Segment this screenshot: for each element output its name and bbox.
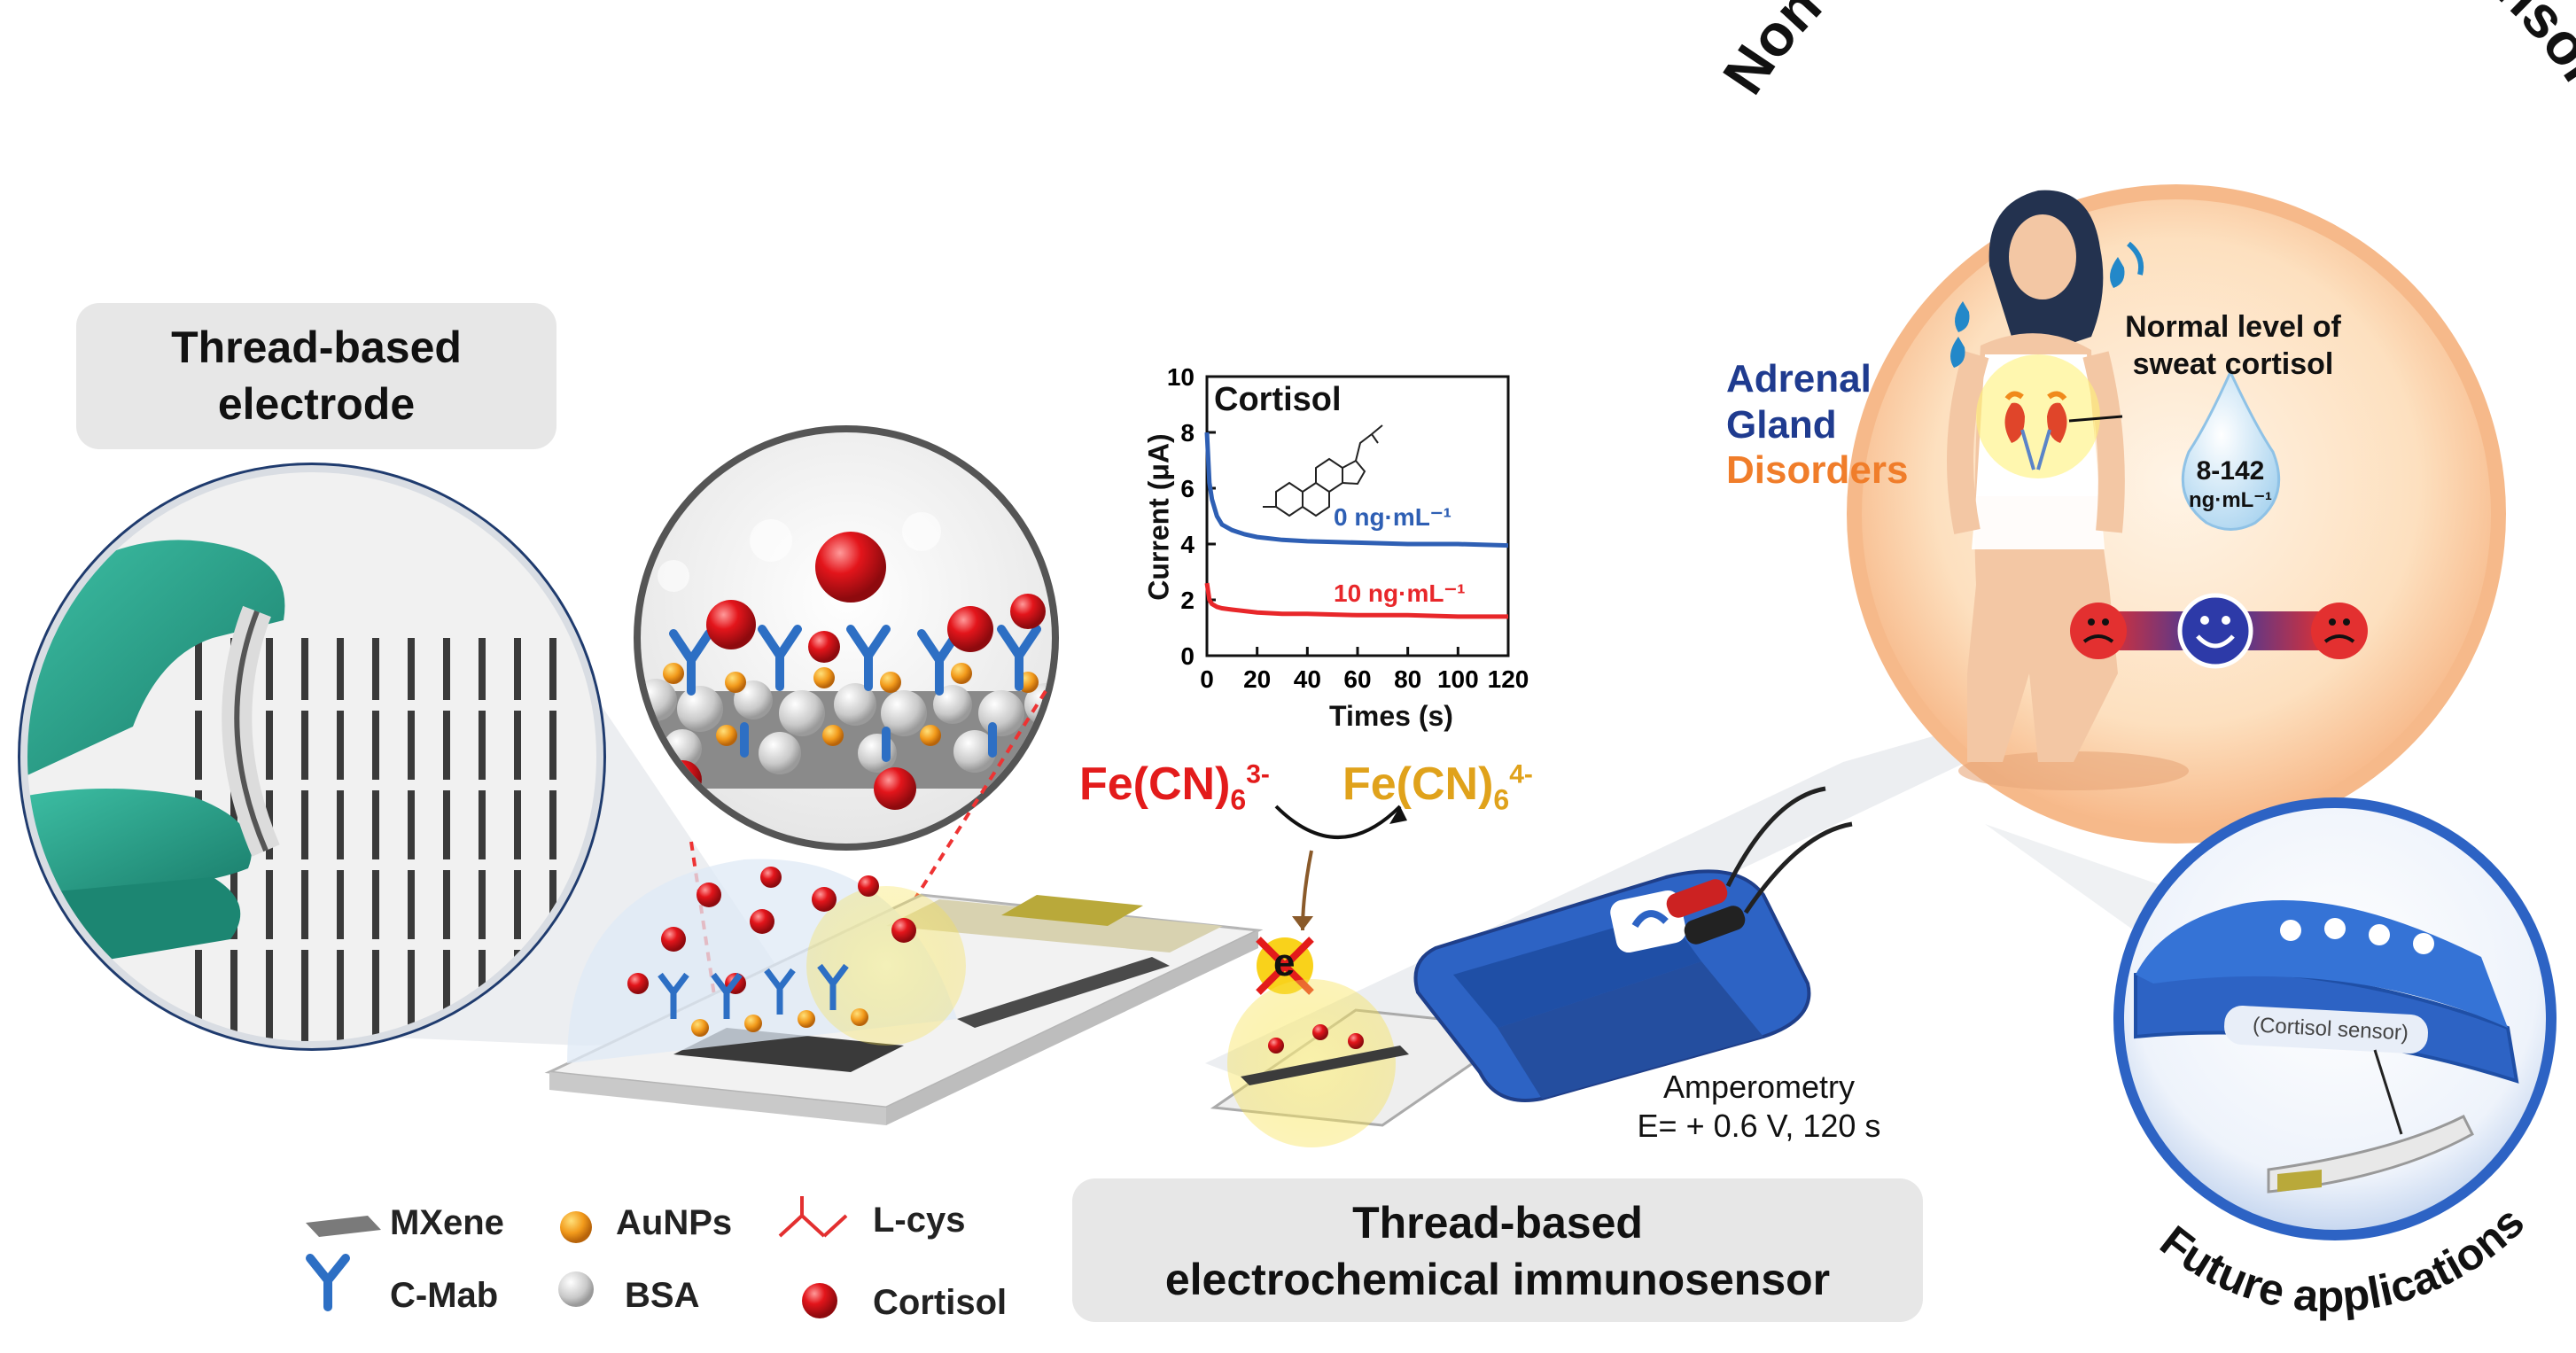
antibody-icon: [306, 1254, 350, 1311]
y-tick-label: 6: [1180, 475, 1195, 502]
legend-aunps: AuNPs: [616, 1203, 733, 1242]
thread-electrode-line2: electrode: [217, 379, 416, 429]
ferricyanide-sub: 6: [1230, 783, 1247, 816]
surface-zoom: [634, 425, 1059, 851]
thread-electrode-line1: Thread-based: [171, 323, 462, 372]
sweat-drop: [2181, 369, 2281, 531]
disorders-label: Disorders: [1726, 448, 1909, 492]
mxene-sheet-icon: [306, 1216, 381, 1237]
bsa-icon: [558, 1271, 594, 1307]
ferrocyanide-label: Fe(CN)64-: [1342, 758, 1533, 816]
amperometry-title: Amperometry: [1662, 1069, 1856, 1105]
legend-icons: [306, 1196, 848, 1318]
sad-face-icon: [2070, 603, 2127, 659]
adrenal-line1: Adrenal: [1726, 357, 1872, 400]
chart-x-axis-label: Times (s): [1329, 700, 1453, 732]
legend-lcys: L-cys: [873, 1201, 966, 1240]
immunosensor-line2: electrochemical immunosensor: [1164, 1255, 1831, 1304]
immunosensor-label: Thread-based electrochemical immunosenso…: [1072, 1178, 1923, 1322]
thread-electrode-label: Thread-based electrode: [76, 303, 556, 449]
thread-electrode-photo: [18, 463, 606, 1051]
y-tick-label: 4: [1180, 531, 1195, 558]
x-tick-label: 0: [1200, 665, 1214, 693]
chart-series-lines: [1204, 432, 1509, 619]
aunp-icon: [560, 1211, 592, 1243]
x-tick-label: 80: [1394, 665, 1421, 693]
adrenal-gland-label: Adrenal Gland: [1726, 356, 1872, 448]
y-tick-label: 0: [1180, 642, 1195, 670]
electrode-strip: [544, 859, 1264, 1125]
l-cys-icon: [778, 1196, 848, 1238]
cortisol-molecule: [1263, 424, 1383, 517]
chart-y-axis-label: Current (μA): [1142, 433, 1175, 601]
cortisol-range-unit: ng·mL⁻¹: [2189, 488, 2272, 512]
future-applications: [2113, 797, 2557, 1240]
y-tick-label: 8: [1180, 419, 1195, 447]
legend-cmab: C-Mab: [390, 1276, 499, 1315]
ferrocyanide-sup: 4-: [1509, 759, 1533, 789]
sweat-sensor-panel: [1847, 184, 2506, 844]
amperometry-params: E= + 0.6 V, 120 s: [1637, 1108, 1881, 1144]
x-tick-label: 20: [1243, 665, 1271, 693]
ferricyanide-sup: 3-: [1246, 759, 1270, 789]
happy-face-icon: [2177, 593, 2253, 669]
immunosensor-line1: Thread-based: [1352, 1198, 1643, 1248]
series-line-0: [1204, 432, 1509, 548]
ferrocyanide-sub: 6: [1493, 783, 1510, 816]
series-label-0: 0 ng·mL⁻¹: [1334, 503, 1451, 531]
cortisol-range-value: 8-142: [2196, 456, 2265, 486]
potentiostat-device: [1210, 786, 1853, 1147]
ferricyanide-base: Fe(CN): [1079, 758, 1231, 810]
amperometry-conditions: Amperometry E= + 0.6 V, 120 s: [1613, 1068, 1905, 1146]
adrenal-line2: Gland: [1726, 403, 1837, 447]
ferrocyanide-base: Fe(CN): [1342, 758, 1494, 810]
cortisol-ball-icon: [802, 1283, 837, 1318]
y-tick-label: 10: [1167, 363, 1195, 391]
normal-level-line1: Normal level of: [2125, 310, 2341, 344]
chart-plot-frame: [1205, 375, 1510, 657]
series-label-1: 10 ng·mL⁻¹: [1334, 579, 1466, 607]
ferricyanide-label: Fe(CN)63-: [1079, 758, 1270, 816]
legend-bsa: BSA: [625, 1276, 700, 1315]
mood-scale: [2070, 593, 2368, 669]
x-tick-label: 100: [1437, 665, 1479, 693]
x-tick-label: 40: [1294, 665, 1321, 693]
sad-face-icon-right: [2311, 603, 2368, 659]
x-tick-label: 120: [1488, 665, 1529, 693]
chart-axis-ticks: 0 20 40 60 80 100 120 0 2 4 6 8 10: [1167, 363, 1529, 693]
x-tick-label: 60: [1343, 665, 1371, 693]
legend-mxene: MXene: [390, 1203, 504, 1242]
chart-inset-label: Cortisol: [1214, 381, 1342, 418]
sensor-title: Non-invasive sweat cortisol sensor: [1710, 0, 2576, 105]
electron-label: e: [1273, 941, 1296, 984]
legend-cortisol: Cortisol: [873, 1283, 1008, 1322]
normal-level-label: Normal level of sweat cortisol: [2105, 308, 2362, 383]
y-tick-label: 2: [1180, 587, 1195, 614]
series-line-1: [1204, 582, 1508, 619]
normal-level-line2: sweat cortisol: [2132, 347, 2334, 381]
woman-figure: [1947, 190, 2144, 762]
cortisol-current-chart: 0 20 40 60 80 100 120 0 2 4 6 8 10: [1167, 363, 1529, 693]
